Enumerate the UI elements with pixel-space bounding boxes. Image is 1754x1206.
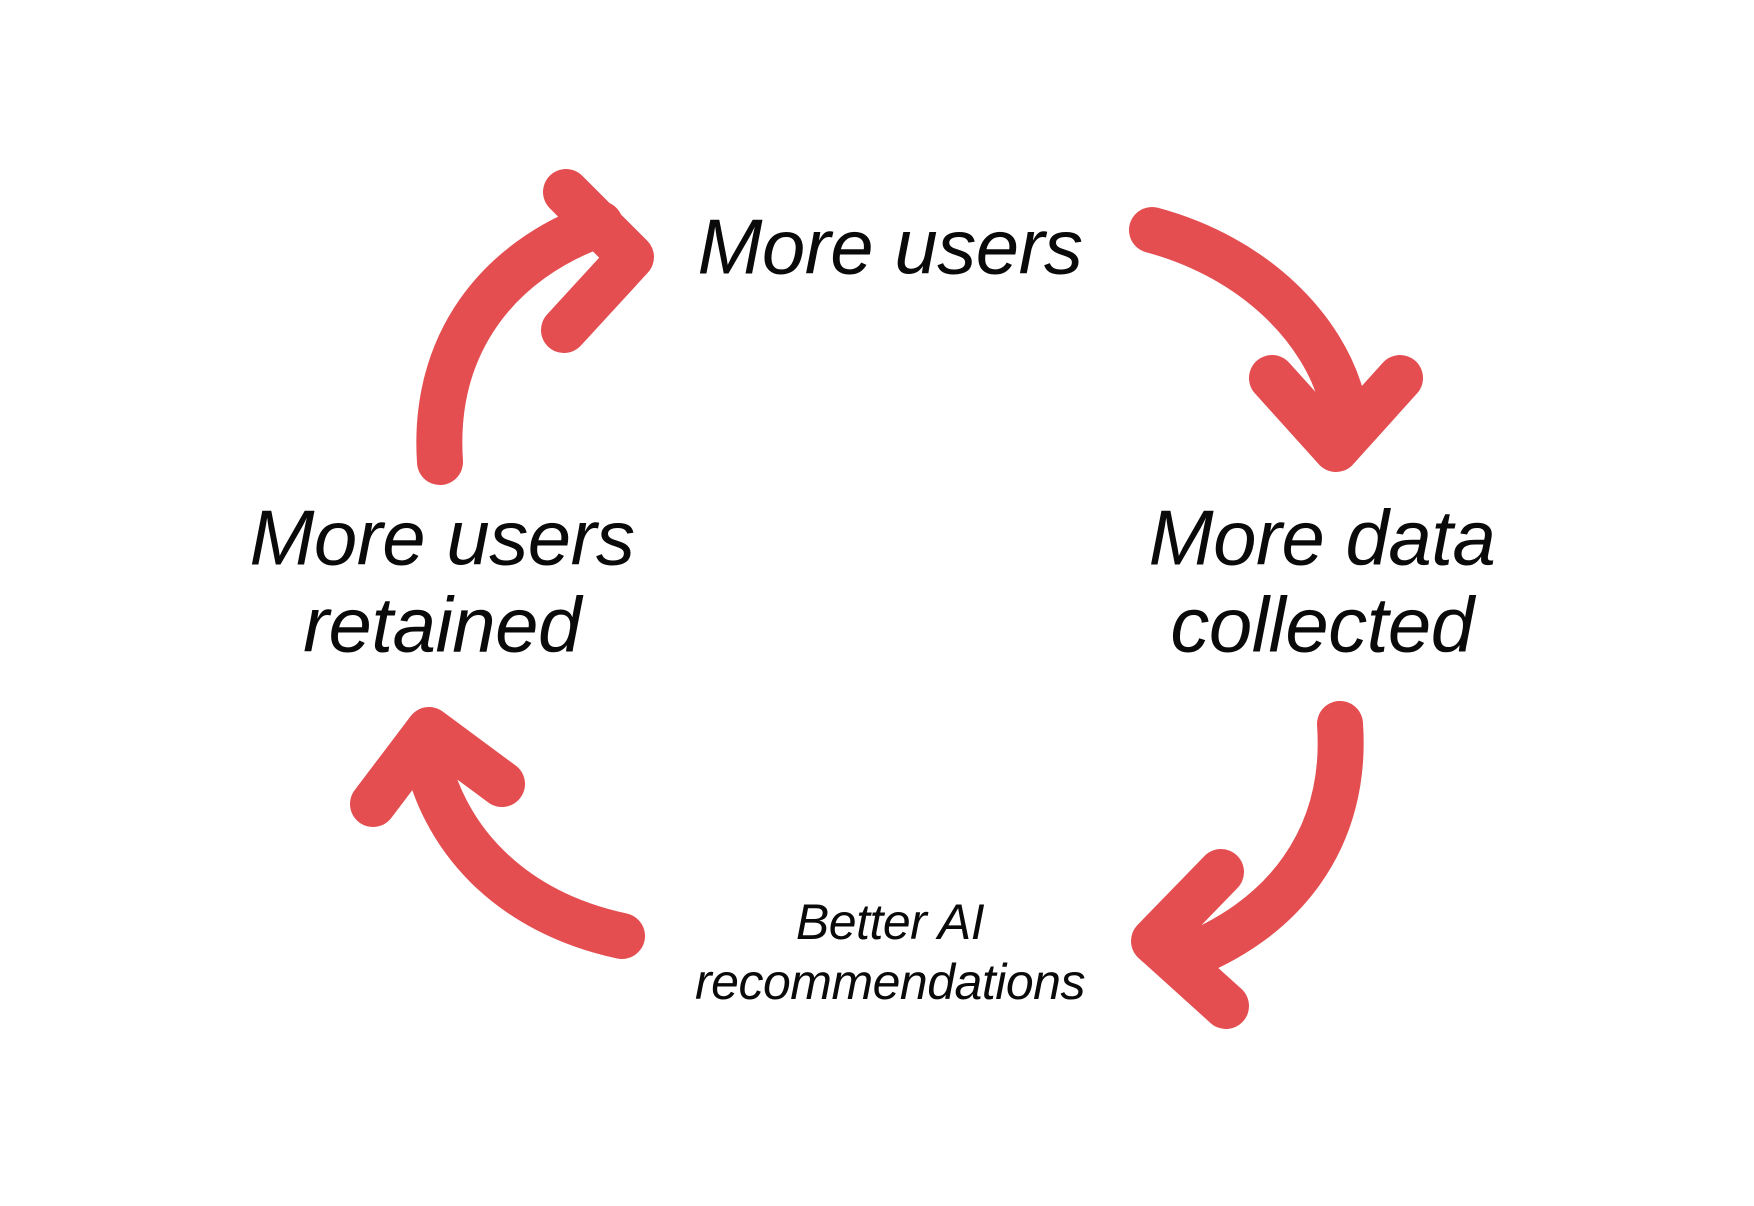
arrow-top-right-head xyxy=(1249,355,1423,472)
node-label-more-users-retained: More users retained xyxy=(249,493,635,669)
arrow-top-right-shaft xyxy=(1129,207,1365,423)
arrow-bottom-left-shaft xyxy=(401,721,645,959)
arrow-top-right xyxy=(1129,207,1423,472)
node-label-better-ai-recommendations: Better AI recommendations xyxy=(695,894,1085,1010)
arrow-bottom-left-head xyxy=(350,707,525,827)
arrow-bottom-right-head xyxy=(1131,849,1249,1029)
arrow-top-left-head xyxy=(541,169,654,353)
arrow-bottom-right xyxy=(1131,701,1364,1029)
arrow-bottom-right-shaft xyxy=(1155,701,1364,983)
node-label-more-data-collected: More data collected xyxy=(1148,493,1496,669)
arrow-top-left-shaft xyxy=(416,201,623,485)
arrow-bottom-left xyxy=(350,707,645,959)
arrow-top-left xyxy=(416,169,654,485)
node-label-more-users: More users xyxy=(697,202,1083,291)
